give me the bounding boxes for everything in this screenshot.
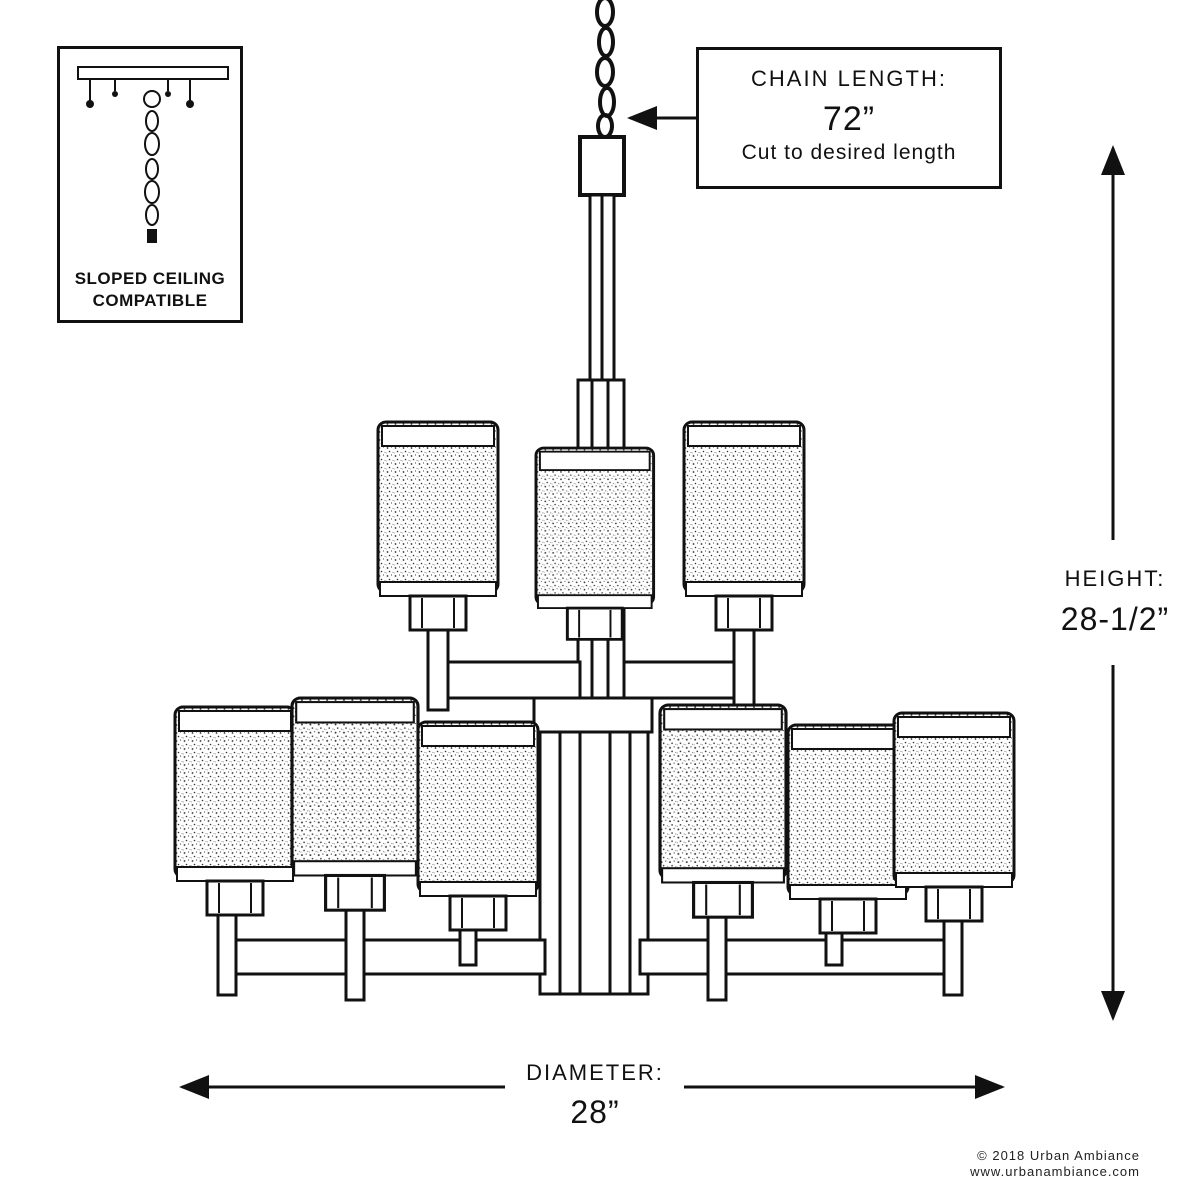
lower-arms <box>216 903 964 1002</box>
chain-length-note: Cut to desired length <box>741 141 957 164</box>
diameter-value: 28” <box>570 1094 620 1130</box>
shade-upper-center <box>534 446 656 641</box>
shade-lower-6 <box>892 711 1016 923</box>
shade-lower-3 <box>416 720 540 932</box>
sloped-ceiling-label-line1: SLOPED CEILING <box>74 269 226 288</box>
height-title: HEIGHT: <box>1064 566 1166 591</box>
height-value: 28-1/2” <box>1060 601 1170 637</box>
chain-length-box <box>696 47 1002 189</box>
chain-length-title: CHAIN LENGTH: <box>751 66 947 91</box>
shade-lower-4 <box>658 703 788 919</box>
website-link[interactable]: www.urbanambiance.com <box>970 1164 1140 1179</box>
upper-shades <box>376 420 806 641</box>
shade-lower-5 <box>786 723 910 935</box>
upper-arms <box>426 628 756 712</box>
sloped-ceiling-label: SLOPED CEILING COMPATIBLE <box>57 268 243 312</box>
sloped-ceiling-inset <box>57 46 243 323</box>
chain <box>595 0 616 139</box>
sloped-ceiling-canopy-icon <box>77 66 229 243</box>
shade-lower-1 <box>173 705 297 917</box>
shade-upper-right <box>682 420 806 632</box>
chain-coupling <box>578 135 626 197</box>
chain-length-value: 72” <box>822 100 876 138</box>
diameter-title: DIAMETER: <box>526 1060 664 1085</box>
copyright-text: © 2018 Urban Ambiance <box>977 1148 1140 1163</box>
shade-lower-2 <box>290 696 420 912</box>
copyright-block: © 2018 Urban Ambiance www.urbanambiance.… <box>900 1148 1140 1180</box>
sloped-ceiling-label-line2: COMPATIBLE <box>92 291 208 310</box>
shade-upper-left <box>376 420 500 632</box>
